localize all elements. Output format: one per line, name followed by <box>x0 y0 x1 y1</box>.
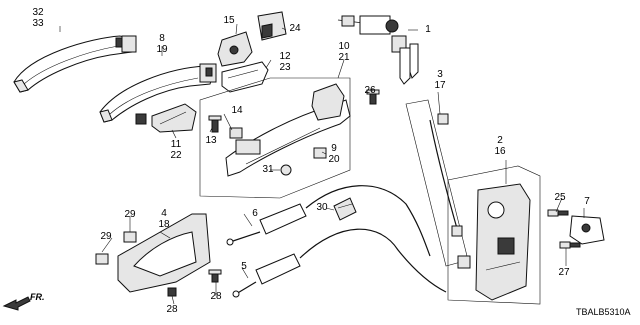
door-lock-2 <box>447 165 541 305</box>
cable-6 <box>226 185 431 257</box>
clip-29b <box>95 253 109 265</box>
callout-31: 31 <box>262 164 274 175</box>
callout-7: 7 <box>584 196 590 207</box>
callout-20: 20 <box>328 154 340 165</box>
callout-33: 33 <box>32 18 44 29</box>
callout-17: 17 <box>434 80 446 91</box>
callout-14: 14 <box>231 105 243 116</box>
callout-30: 30 <box>316 202 328 213</box>
callout-10: 10 <box>338 41 350 52</box>
gasket-12 <box>221 61 269 93</box>
callout-25: 25 <box>554 192 566 203</box>
bolt-26 <box>366 89 380 105</box>
front-direction-arrow-icon <box>2 296 31 311</box>
callout-29a: 29 <box>124 209 136 220</box>
clip-29a <box>123 231 137 243</box>
callout-3: 3 <box>437 69 443 80</box>
clip-9 <box>313 147 327 159</box>
leader-lines <box>59 23 585 305</box>
callout-18: 18 <box>158 219 170 230</box>
callout-23: 23 <box>279 62 291 73</box>
diagram-code: TBALB5310A <box>576 307 631 317</box>
outer-handle-32 <box>13 35 137 93</box>
front-direction-label: FR. <box>30 292 45 302</box>
callout-12: 12 <box>279 51 291 62</box>
callout-29b: 29 <box>100 231 112 242</box>
callout-6: 6 <box>252 208 258 219</box>
rod-box-3 <box>405 99 469 267</box>
callout-1: 1 <box>425 24 431 35</box>
handle-frame-10 <box>199 77 351 199</box>
striker-7 <box>569 215 605 245</box>
callout-9: 9 <box>331 143 337 154</box>
cable-5 <box>232 228 447 298</box>
callout-32: 32 <box>32 7 44 18</box>
callout-15: 15 <box>223 15 235 26</box>
callout-8: 8 <box>159 33 165 44</box>
callout-21: 21 <box>338 52 350 63</box>
handle-cap-24 <box>257 11 287 41</box>
callout-2: 2 <box>497 135 503 146</box>
bolts-25-27 <box>547 209 581 249</box>
nut-31 <box>280 164 292 176</box>
callout-26: 26 <box>364 85 376 96</box>
cable-guide-30 <box>333 197 357 221</box>
callout-11: 11 <box>170 139 182 150</box>
callout-16: 16 <box>494 146 506 157</box>
callout-24: 24 <box>289 23 301 34</box>
callout-28b: 28 <box>210 291 222 302</box>
callout-27: 27 <box>558 267 570 278</box>
key-cylinder-set-1 <box>337 15 419 85</box>
callout-5: 5 <box>241 261 247 272</box>
callout-28a: 28 <box>166 304 178 315</box>
handle-cover-11 <box>135 103 197 133</box>
inner-handle-4 <box>117 213 211 297</box>
callout-19: 19 <box>156 44 168 55</box>
screw-28b <box>208 269 222 283</box>
cylinder-housing-15 <box>217 31 253 67</box>
callout-4: 4 <box>161 208 167 219</box>
callout-22: 22 <box>170 150 182 161</box>
screws-13-14 <box>208 115 243 139</box>
outer-handle-8 <box>99 63 217 123</box>
callout-13: 13 <box>205 135 217 146</box>
